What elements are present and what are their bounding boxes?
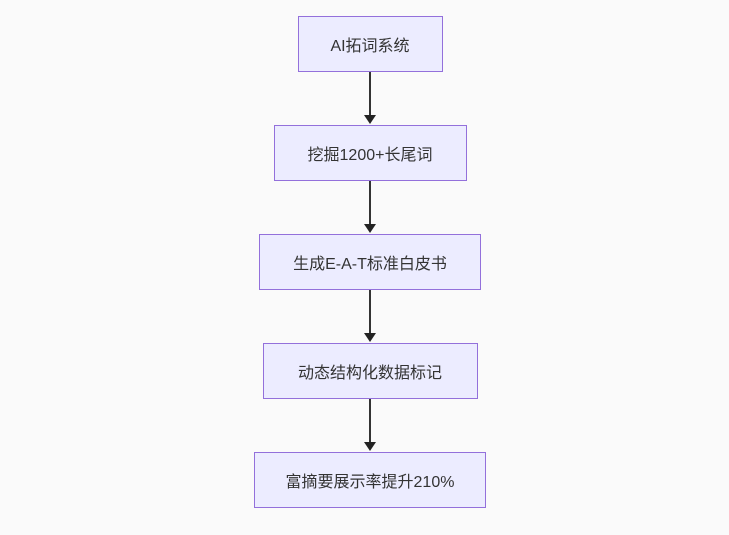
arrow-line — [369, 290, 371, 334]
flow-arrow-2 — [364, 181, 376, 234]
node-label: 挖掘1200+长尾词 — [307, 147, 433, 164]
node-rich-snippet-display-rate: 富摘要展示率提升210% — [254, 452, 486, 508]
flow-arrow-1 — [364, 72, 376, 125]
arrow-line — [369, 72, 371, 116]
node-label: 动态结构化数据标记 — [297, 365, 442, 382]
node-label: 富摘要展示率提升210% — [285, 474, 455, 491]
node-longtail-keyword-mining: 挖掘1200+长尾词 — [273, 125, 467, 181]
flow-arrow-3 — [364, 290, 376, 343]
arrow-down-icon — [364, 115, 376, 124]
flowchart: AI拓词系统 挖掘1200+长尾词 生成E-A-T标准白皮书 动态结构化数据标记 — [254, 16, 486, 508]
node-label: 生成E-A-T标准白皮书 — [293, 256, 447, 273]
node-ai-keyword-expansion-system: AI拓词系统 — [297, 16, 443, 72]
arrow-line — [369, 181, 371, 225]
arrow-line — [369, 399, 371, 443]
node-label: AI拓词系统 — [330, 38, 410, 55]
arrow-down-icon — [364, 442, 376, 451]
node-dynamic-structured-data-markup: 动态结构化数据标记 — [262, 343, 478, 399]
flow-arrow-4 — [364, 399, 376, 452]
arrow-down-icon — [364, 333, 376, 342]
arrow-down-icon — [364, 224, 376, 233]
node-eat-standard-whitepaper: 生成E-A-T标准白皮书 — [259, 234, 481, 290]
